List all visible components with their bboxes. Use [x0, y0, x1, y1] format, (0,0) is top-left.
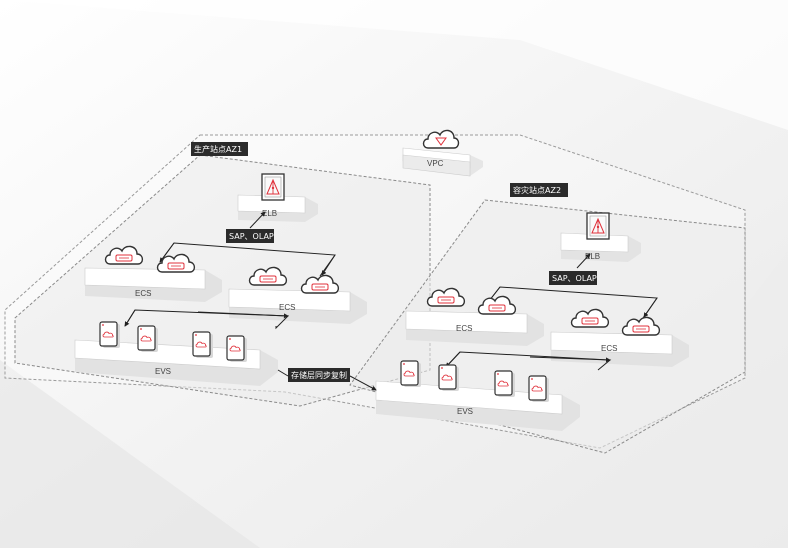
svg-text:ECS: ECS [601, 344, 617, 353]
disk-icon [528, 375, 550, 403]
disk-icon [192, 331, 214, 359]
az2-tag: 容灾站点AZ2 [510, 183, 568, 197]
svg-text:ECS: ECS [456, 324, 472, 333]
elb-icon [261, 173, 285, 201]
replication-tag: 存储层同步复制 [288, 368, 350, 382]
svg-text:生产站点AZ1: 生产站点AZ1 [194, 144, 242, 154]
az2-protocol-tag: SAP、OLAP [549, 271, 597, 285]
az2-evs-node[interactable]: EVS [375, 360, 580, 431]
az1-elb-node[interactable]: ELB [237, 173, 318, 222]
svg-text:EVS: EVS [457, 407, 473, 416]
az1-tag: 生产站点AZ1 [191, 142, 248, 156]
az2-elb-node[interactable]: ELB [560, 212, 641, 262]
svg-text:存储层同步复制: 存储层同步复制 [291, 370, 347, 380]
svg-text:ELB: ELB [262, 209, 277, 218]
svg-text:容灾站点AZ2: 容灾站点AZ2 [513, 185, 561, 195]
svg-text:ELB: ELB [585, 252, 600, 261]
svg-text:ECS: ECS [279, 303, 295, 312]
disk-icon [494, 370, 516, 398]
cloud-icon [422, 129, 460, 149]
disk-icon [400, 360, 422, 388]
az1-ecs-node-1[interactable]: ECS [84, 245, 222, 302]
svg-text:ECS: ECS [135, 289, 151, 298]
az1-ecs-node-2[interactable]: ECS [228, 266, 367, 324]
disk-icon [99, 321, 121, 349]
elb-icon [586, 212, 610, 240]
disk-icon [226, 335, 248, 363]
svg-text:SAP、OLAP: SAP、OLAP [552, 274, 597, 283]
disk-icon [137, 325, 159, 353]
az1-evs-node[interactable]: EVS [74, 321, 278, 386]
svg-text:SAP、OLAP: SAP、OLAP [229, 232, 274, 241]
svg-text:VPC: VPC [427, 159, 444, 168]
disk-icon [438, 364, 460, 392]
az1-protocol-tag: SAP、OLAP [226, 229, 274, 243]
az2-ecs-node-1[interactable]: ECS [405, 287, 544, 346]
svg-text:EVS: EVS [155, 367, 171, 376]
vpc-node[interactable]: VPC [402, 129, 483, 177]
